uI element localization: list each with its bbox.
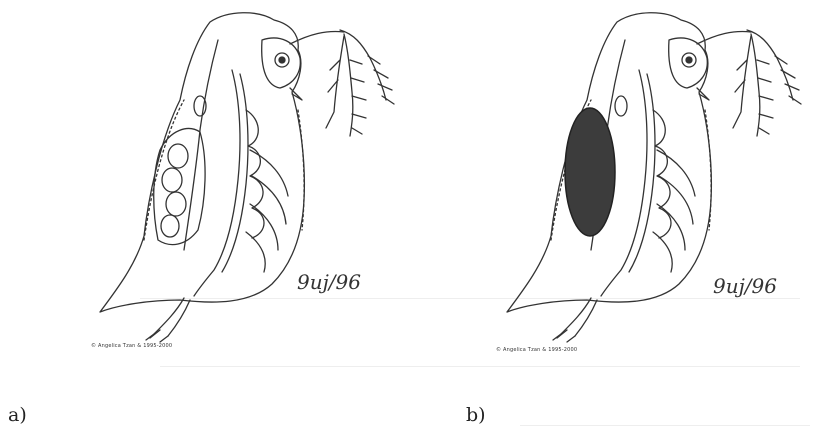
antenna-setae — [326, 36, 344, 128]
antenna-branch — [747, 30, 793, 100]
postabdomen-claws — [146, 330, 168, 342]
eye-pupil — [279, 57, 285, 63]
antenna-setae — [350, 56, 394, 134]
daphnia-drawing — [407, 0, 813, 400]
image-credit: © Angelica Tzan & 1995-2000 — [91, 343, 172, 349]
thoracic-legs — [653, 150, 695, 272]
intestine-loops — [246, 110, 264, 238]
rostrum — [697, 88, 709, 100]
carapace-outline — [100, 13, 304, 312]
intestine-loops — [653, 110, 671, 238]
panel-b: 9uj/96 © Angelica Tzan & 1995-2000 b) — [407, 0, 813, 443]
heart — [615, 96, 627, 116]
egg — [162, 168, 182, 192]
egg — [168, 144, 188, 168]
daphnia-drawing — [0, 0, 406, 400]
thoracic-legs — [246, 150, 288, 272]
eye-pupil — [686, 57, 692, 63]
image-credit: © Angelica Tzan & 1995-2000 — [496, 347, 577, 353]
egg — [166, 192, 186, 216]
antenna-setae — [757, 56, 801, 134]
gut — [194, 70, 240, 296]
postabdomen-claws — [553, 330, 575, 342]
panel-label: b) — [466, 404, 486, 426]
panel-label: a) — [8, 404, 27, 426]
antenna-branch — [344, 34, 353, 136]
carapace-spines — [144, 100, 304, 240]
antenna-branch — [340, 30, 386, 100]
antenna-setae — [733, 36, 751, 128]
rostrum — [290, 88, 302, 100]
artist-signature: 9uj/96 — [297, 270, 361, 294]
panel-a: 9uj/96 © Angelica Tzan & 1995-2000 a) — [0, 0, 406, 443]
dark-egg-mass — [565, 108, 615, 236]
artist-signature: 9uj/96 — [713, 274, 777, 298]
antenna-branch — [751, 34, 760, 136]
egg — [161, 215, 179, 237]
